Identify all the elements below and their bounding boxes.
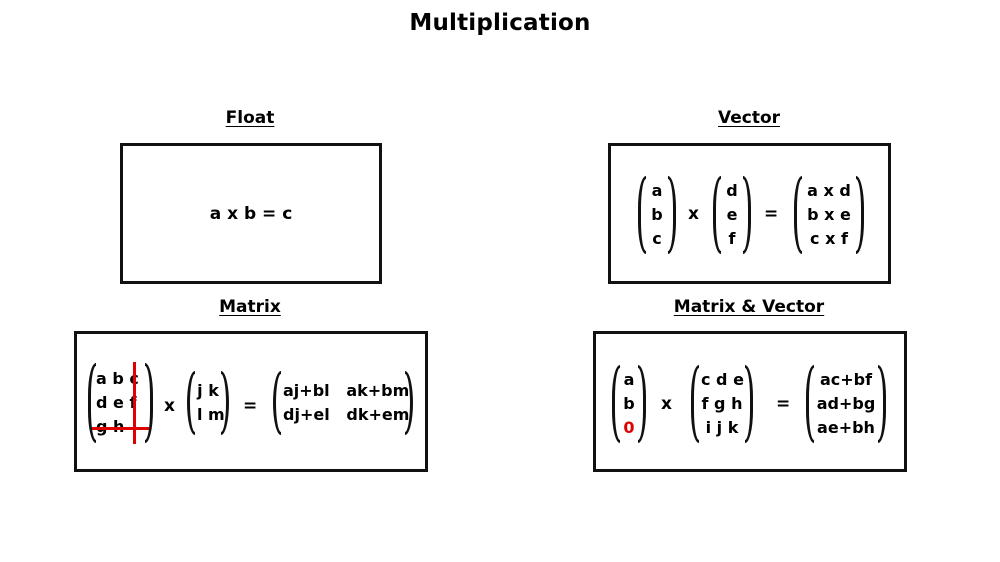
float-heading: Float	[225, 108, 275, 128]
matrix-vector-panel: a b 0 x c d e f g h i j k = ac+bf ad+bg …	[593, 331, 907, 472]
left-bracket	[612, 365, 620, 443]
left-bracket	[794, 176, 802, 254]
matrix-right-row: j k	[197, 381, 219, 400]
mv-left: a b 0	[612, 365, 646, 443]
mv-right-row: c d e	[701, 370, 744, 389]
left-bracket	[638, 176, 646, 254]
mv-right-row: f g h	[701, 394, 743, 413]
mv-left-row-highlight: 0	[623, 418, 635, 437]
equals-sign: =	[764, 204, 779, 224]
vector-result-row: c x f	[810, 229, 848, 248]
equals-sign: =	[243, 396, 258, 416]
strike-column-line	[133, 362, 136, 444]
multiply-sign: x	[661, 394, 672, 414]
right-bracket	[221, 371, 229, 435]
left-bracket	[273, 371, 281, 435]
mv-right: c d e f g h i j k	[691, 365, 753, 443]
vector-right: d e f	[713, 176, 751, 254]
vector-left-row: a	[651, 181, 663, 200]
strike-row-line	[92, 427, 149, 430]
matrix-result-row: dj+el dk+em	[283, 405, 410, 424]
matrix-left-row: d e f	[96, 393, 137, 412]
right-bracket	[878, 365, 886, 443]
vector-right-row: d	[726, 181, 738, 200]
left-bracket	[713, 176, 721, 254]
multiply-sign: x	[688, 204, 699, 224]
matrix-left-row: g h	[96, 415, 145, 439]
matrix-left-row: a b c	[96, 369, 139, 388]
float-panel: a x b = c	[120, 143, 382, 284]
vector-panel: a b c x d e f = a x d b x e c x f	[608, 143, 891, 284]
vector-left: a b c	[638, 176, 676, 254]
vector-right-row: e	[726, 205, 738, 224]
matrix-right-row: l m	[197, 405, 225, 424]
equals-sign: =	[776, 394, 791, 414]
matrix-left: a b c d e f g h	[88, 362, 153, 444]
right-bracket	[638, 365, 646, 443]
vector-result: a x d b x e c x f	[794, 176, 864, 254]
matrix-panel: a b c d e f g h x j k l m = aj+bl ak+bm …	[74, 331, 428, 472]
matrix-right: j k l m	[187, 371, 229, 435]
mv-result-row: ad+bg	[816, 394, 876, 413]
float-equation: a x b = c	[209, 204, 293, 224]
right-bracket	[745, 365, 753, 443]
matrix-heading: Matrix	[219, 297, 281, 317]
right-bracket	[856, 176, 864, 254]
mv-left-row: b	[623, 394, 635, 413]
left-bracket	[806, 365, 814, 443]
vector-left-row: b	[651, 205, 663, 224]
right-bracket	[668, 176, 676, 254]
mv-result-row: ae+bh	[817, 418, 875, 437]
matrix-vector-heading: Matrix & Vector	[673, 297, 825, 317]
matrix-result-row: aj+bl ak+bm	[283, 381, 410, 400]
right-bracket	[743, 176, 751, 254]
page-title: Multiplication	[409, 10, 591, 36]
matrix-result: aj+bl ak+bm dj+el dk+em	[273, 371, 413, 435]
right-bracket	[145, 363, 153, 443]
vector-left-row: c	[652, 229, 662, 248]
vector-result-row: a x d	[807, 181, 851, 200]
left-bracket	[88, 363, 96, 443]
vector-heading: Vector	[717, 108, 781, 128]
left-bracket	[187, 371, 195, 435]
vector-right-row: f	[728, 229, 736, 248]
multiply-sign: x	[164, 396, 175, 416]
mv-result-row: ac+bf	[819, 370, 873, 389]
mv-right-row: i j k	[705, 418, 739, 437]
mv-left-row: a	[623, 370, 635, 389]
mv-result: ac+bf ad+bg ae+bh	[806, 365, 886, 443]
vector-result-row: b x e	[807, 205, 851, 224]
left-bracket	[691, 365, 699, 443]
